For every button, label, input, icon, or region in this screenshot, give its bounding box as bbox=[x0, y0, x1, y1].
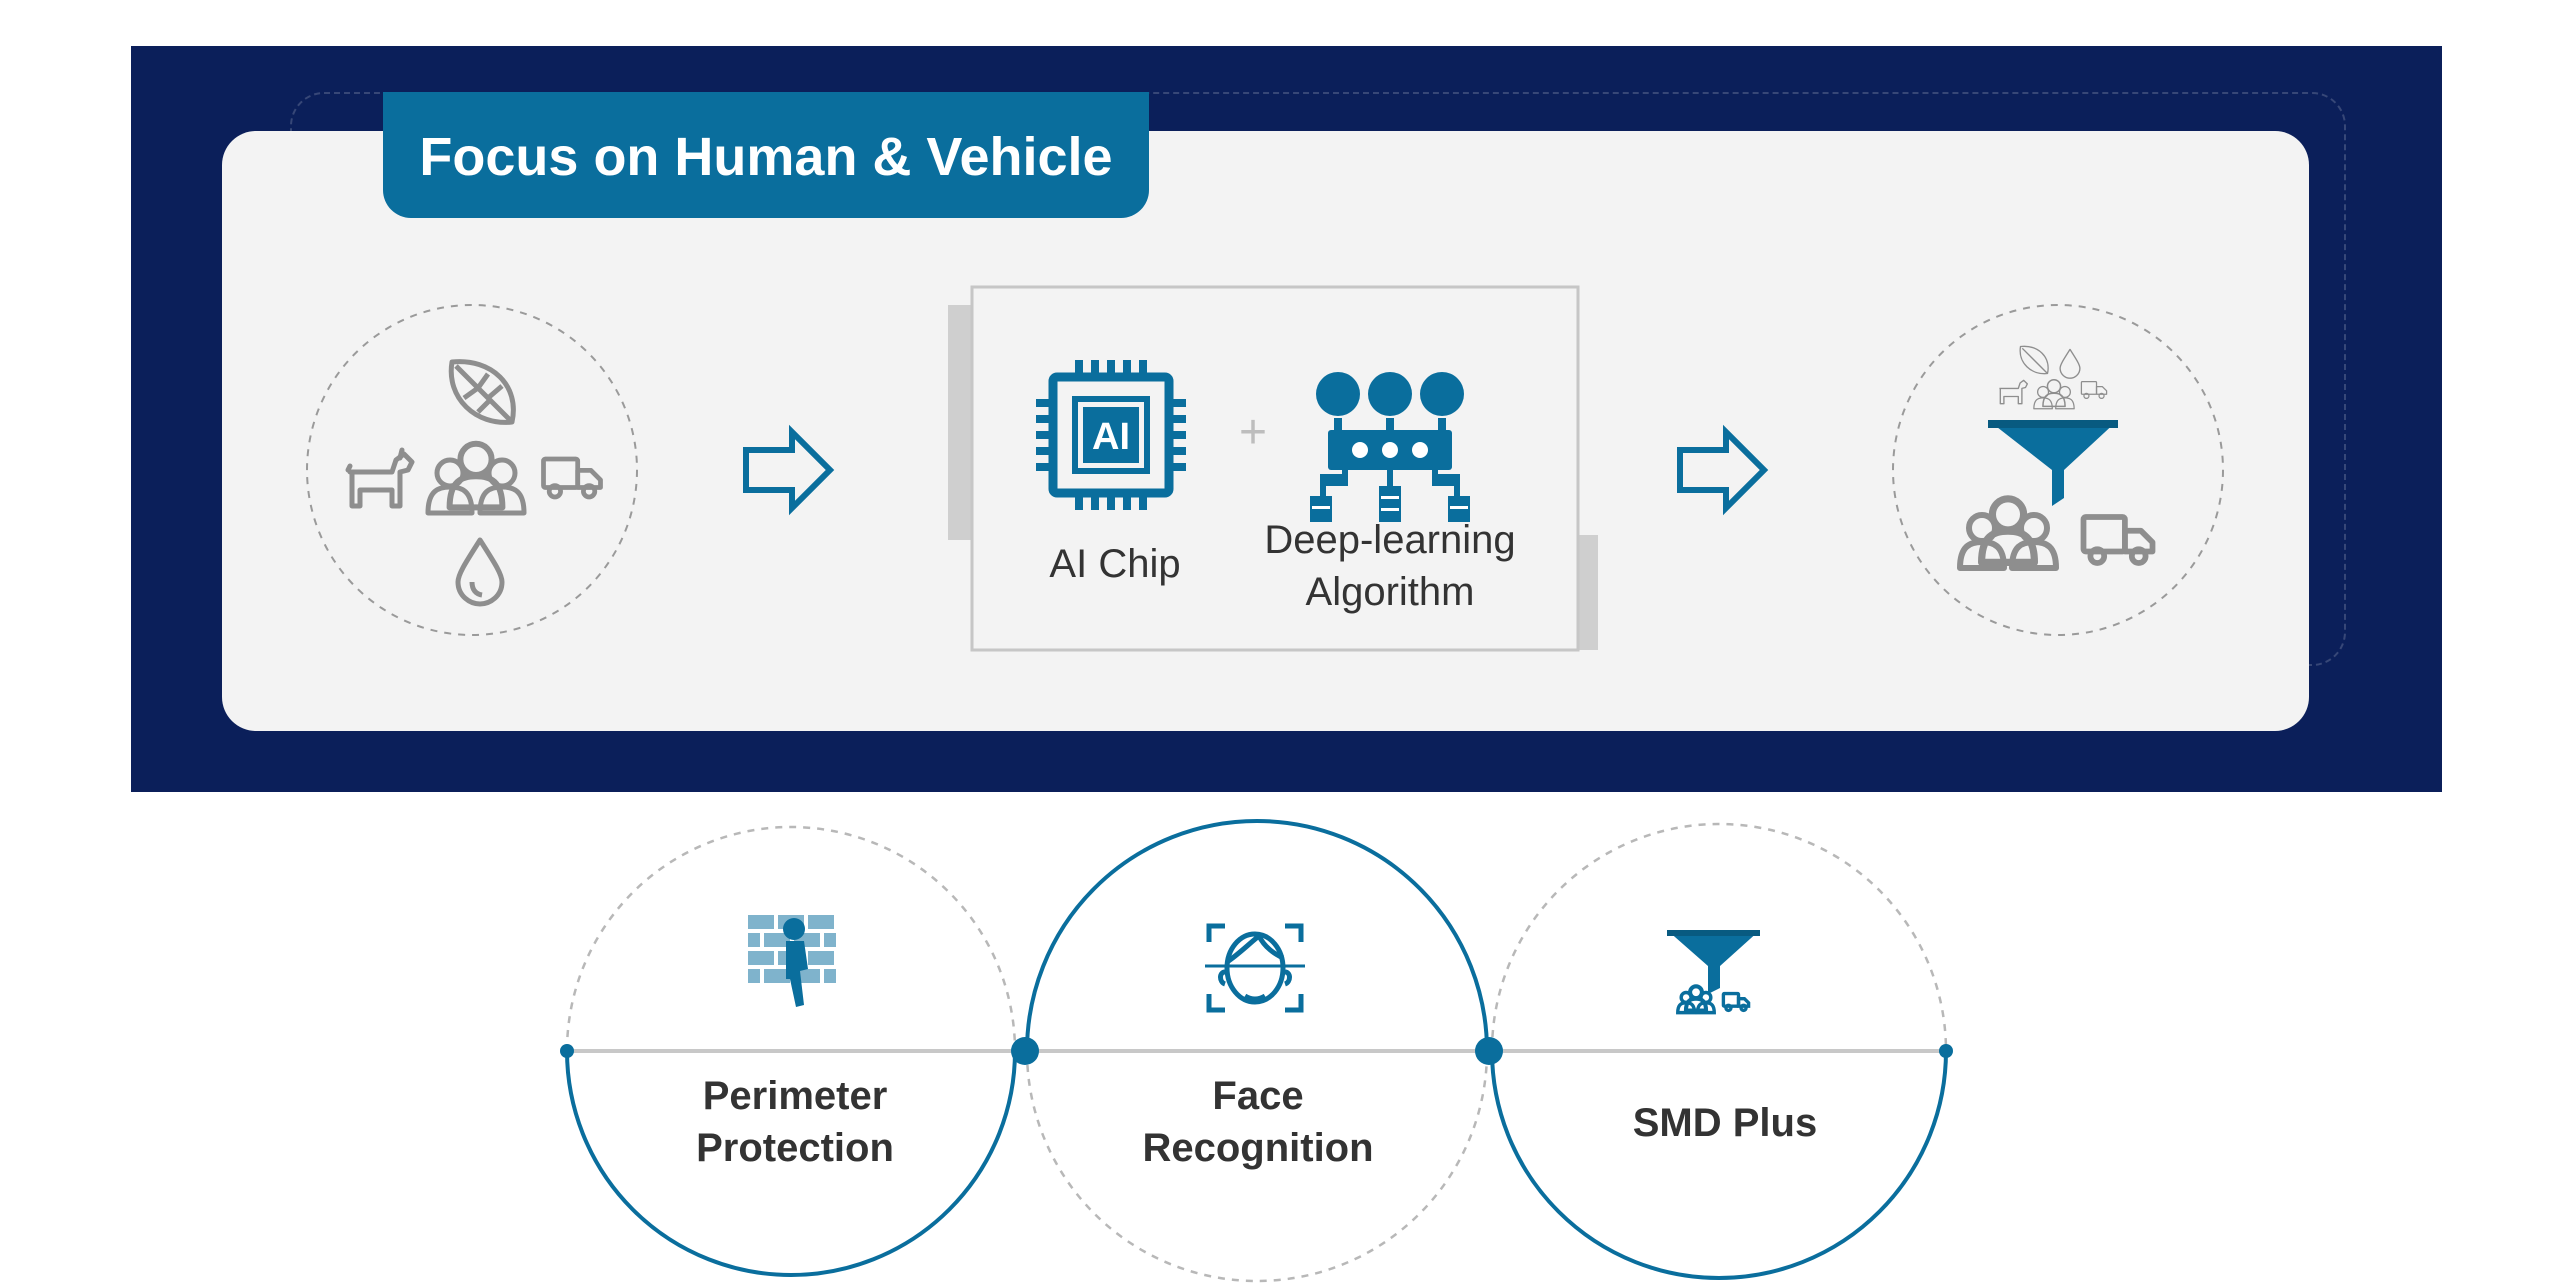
input-objects-group bbox=[306, 304, 638, 636]
people-icon bbox=[1960, 499, 2056, 568]
face-scan-icon bbox=[1206, 923, 1304, 1013]
truck-icon bbox=[2084, 517, 2153, 563]
funnel-icon bbox=[1988, 420, 2118, 506]
people-icon bbox=[428, 444, 524, 513]
feature-label-line2: Recognition bbox=[1142, 1126, 1374, 1170]
truck-icon bbox=[544, 459, 601, 497]
arrow-right-icon bbox=[1677, 424, 1769, 516]
ai-chip-icon: AI bbox=[1036, 360, 1186, 510]
deep-learning-label-line2: Algorithm bbox=[1305, 570, 1475, 614]
feature-face-recognition: Face Recognition bbox=[1063, 1070, 1453, 1174]
input-dashed-circle bbox=[306, 304, 638, 636]
feature-smd-plus: SMD Plus bbox=[1530, 1097, 1920, 1149]
small-objects-cluster bbox=[1999, 345, 2108, 408]
plus-sign: + bbox=[1239, 406, 1267, 459]
funnel-filter-icon bbox=[1667, 930, 1760, 1013]
page-title: Focus on Human & Vehicle bbox=[383, 92, 1149, 218]
deep-learning-label-line1: Deep-learning bbox=[1264, 518, 1516, 562]
feature-label-line2: Protection bbox=[696, 1126, 894, 1170]
ai-chip-icon-text: AI bbox=[1092, 416, 1130, 458]
feature-label-line1: Face bbox=[1212, 1074, 1304, 1118]
deep-learning-label: Deep-learning Algorithm bbox=[1220, 514, 1560, 618]
leaf-icon bbox=[448, 359, 516, 425]
output-dashed-circle bbox=[1892, 304, 2224, 636]
ai-chip-label: AI Chip bbox=[1049, 542, 1181, 586]
water-drop-icon bbox=[455, 537, 505, 607]
neural-network-icon bbox=[1310, 372, 1470, 522]
output-objects-group bbox=[1892, 304, 2224, 636]
dog-icon bbox=[345, 447, 415, 509]
feature-label-line1: SMD Plus bbox=[1632, 1101, 1818, 1145]
features-row bbox=[560, 819, 1953, 1283]
arrow-right-icon bbox=[743, 424, 835, 516]
feature-label-line1: Perimeter bbox=[702, 1074, 888, 1118]
feature-perimeter-protection: Perimeter Protection bbox=[600, 1070, 990, 1174]
brick-wall-person-icon bbox=[748, 915, 836, 1007]
